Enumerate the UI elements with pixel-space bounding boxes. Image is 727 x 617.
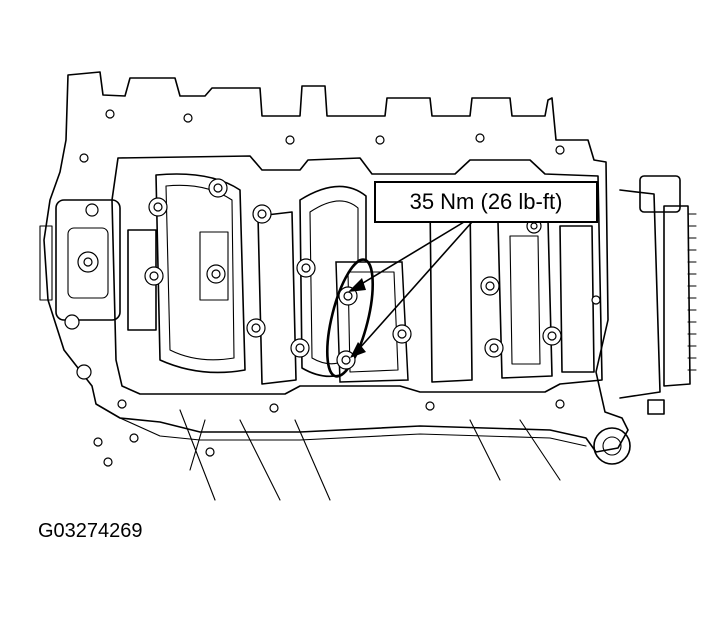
figure-id: G03274269 (38, 520, 143, 542)
bolt-icon (148, 197, 168, 217)
timing-gear (593, 175, 697, 465)
bolt-icon (144, 266, 164, 286)
left-boss (39, 199, 121, 380)
oil-pan-rail (119, 417, 587, 447)
bearing-caps-left (127, 173, 297, 385)
cylinder-block-outline (43, 71, 629, 453)
arrow-icon (350, 221, 473, 358)
lower-crankcase-supports (179, 409, 561, 501)
arrow-icon (348, 221, 465, 292)
bolt-icon (206, 264, 226, 284)
bolt-icon (392, 324, 412, 344)
bolt-icon (296, 258, 316, 278)
bolt-icon (246, 318, 266, 338)
torque-callout-label: 35 Nm (26 lb-ft) (374, 181, 598, 223)
bolt-icon (480, 276, 500, 296)
bolts (144, 178, 562, 370)
bolt-icon (290, 338, 310, 358)
bearing-panel-outline (111, 155, 603, 395)
bolt-icon (542, 326, 562, 346)
highlight-ellipse (325, 258, 375, 378)
bolt-icon (336, 350, 356, 370)
bolt-icon (208, 178, 228, 198)
bolt-icon (484, 338, 504, 358)
bolt-icon (252, 204, 272, 224)
perimeter-holes (79, 109, 601, 467)
